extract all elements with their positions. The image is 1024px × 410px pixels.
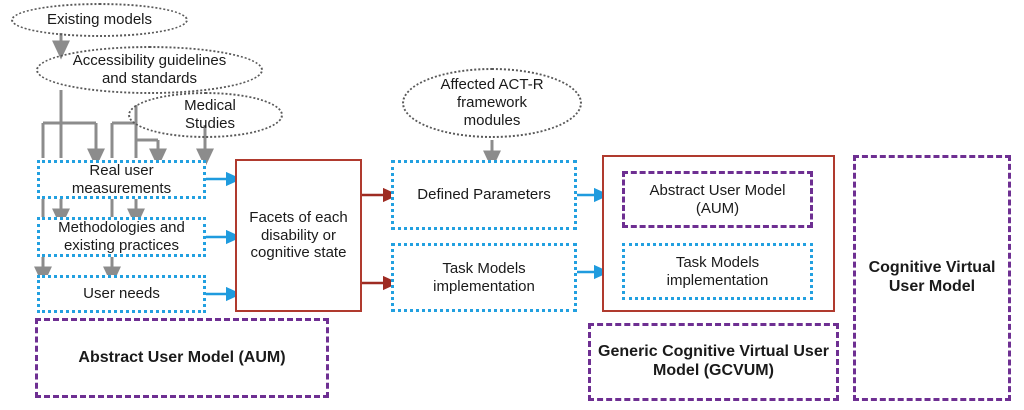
- gray-connectors: [34, 33, 501, 286]
- box-task-models-implementation[interactable]: [391, 243, 577, 312]
- node-actr-modules[interactable]: [402, 68, 582, 138]
- box-abstract-user-model-aum[interactable]: [622, 171, 813, 228]
- box-methodologies-existing-practices[interactable]: [37, 217, 206, 257]
- node-existing-models[interactable]: [11, 3, 188, 37]
- red-connectors: [361, 187, 399, 291]
- box-user-needs[interactable]: [37, 275, 206, 313]
- group-abstract-user-model[interactable]: [35, 318, 329, 398]
- group-gcvum[interactable]: [588, 323, 839, 401]
- box-task-models-implementation-2[interactable]: [622, 243, 813, 300]
- box-real-user-measurements[interactable]: [37, 160, 206, 199]
- blue-connectors: [206, 171, 610, 302]
- group-cognitive-virtual-user-model[interactable]: [853, 155, 1011, 401]
- node-medical-studies[interactable]: [128, 92, 283, 138]
- box-facets[interactable]: [235, 159, 362, 312]
- box-defined-parameters[interactable]: [391, 160, 577, 230]
- node-accessibility-guidelines[interactable]: [36, 46, 263, 94]
